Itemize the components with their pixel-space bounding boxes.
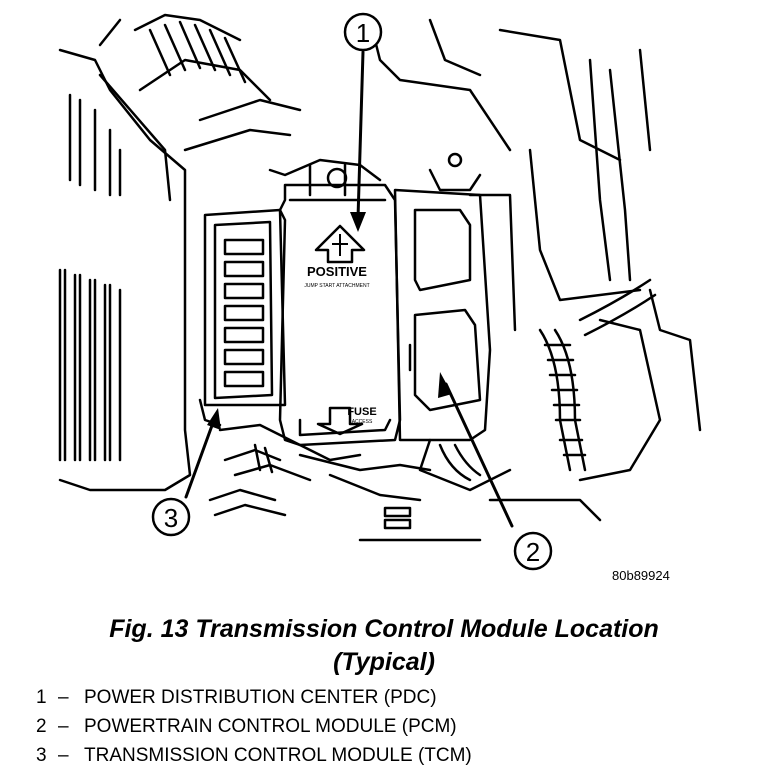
fuse-arrow-icon — [316, 406, 364, 436]
legend-number: 3 — [36, 745, 47, 766]
legend-number: 2 — [36, 716, 47, 737]
legend-list: 1–POWER DISTRIBUTION CENTER (PDC) 2–POWE… — [36, 683, 472, 770]
air-intake-hose — [98, 13, 302, 152]
legend-item: 3–TRANSMISSION CONTROL MODULE (TCM) — [36, 741, 472, 770]
legend-dash: – — [58, 716, 69, 737]
pcm-housing — [393, 188, 517, 492]
tcm-connector-tabs — [223, 238, 265, 388]
callout-arrowheads — [207, 212, 452, 430]
fuse-label: FUSE — [347, 406, 376, 418]
callout-3-number: 3 — [164, 503, 178, 533]
legend-text: POWERTRAIN CONTROL MODULE (PCM) — [84, 716, 457, 737]
jump-start-label: JUMP START ATTACHMENT — [304, 283, 369, 289]
fender-inner-line — [98, 73, 172, 202]
fender-vents — [58, 93, 122, 462]
callout-1: 1 — [343, 12, 383, 52]
component-location-diagram: POSITIVE JUMP START ATTACHMENT FUSE ACCE… — [58, 12, 702, 571]
legend-dash: – — [58, 745, 69, 766]
tcm-module — [198, 208, 287, 427]
right-side-structures — [368, 18, 702, 522]
callout-2: 2 — [513, 531, 553, 571]
wiring-harness-right — [538, 278, 657, 472]
callout-3: 3 — [151, 497, 191, 537]
positive-arrow-icon — [314, 224, 366, 264]
legend-dash: – — [58, 687, 69, 708]
figure-caption: Fig. 13 Transmission Control Module Loca… — [109, 615, 659, 643]
figure-reference-id: 80b89924 — [612, 568, 670, 583]
legend-number: 1 — [36, 687, 47, 708]
legend-text: POWER DISTRIBUTION CENTER (PDC) — [84, 687, 437, 708]
positive-label: POSITIVE — [307, 264, 367, 279]
lower-harness — [208, 423, 482, 542]
callout-1-number: 1 — [356, 18, 370, 48]
callout-leaders — [184, 50, 514, 528]
callout-2-number: 2 — [526, 537, 540, 567]
pdc-body — [268, 152, 482, 447]
legend-item: 1–POWER DISTRIBUTION CENTER (PDC) — [36, 683, 472, 712]
figure-caption-subtitle: (Typical) — [333, 648, 435, 676]
legend-item: 2–POWERTRAIN CONTROL MODULE (PCM) — [36, 712, 472, 741]
fuse-access-label: ACCESS — [352, 419, 373, 425]
fender-outline — [58, 48, 192, 492]
legend-text: TRANSMISSION CONTROL MODULE (TCM) — [84, 745, 472, 766]
